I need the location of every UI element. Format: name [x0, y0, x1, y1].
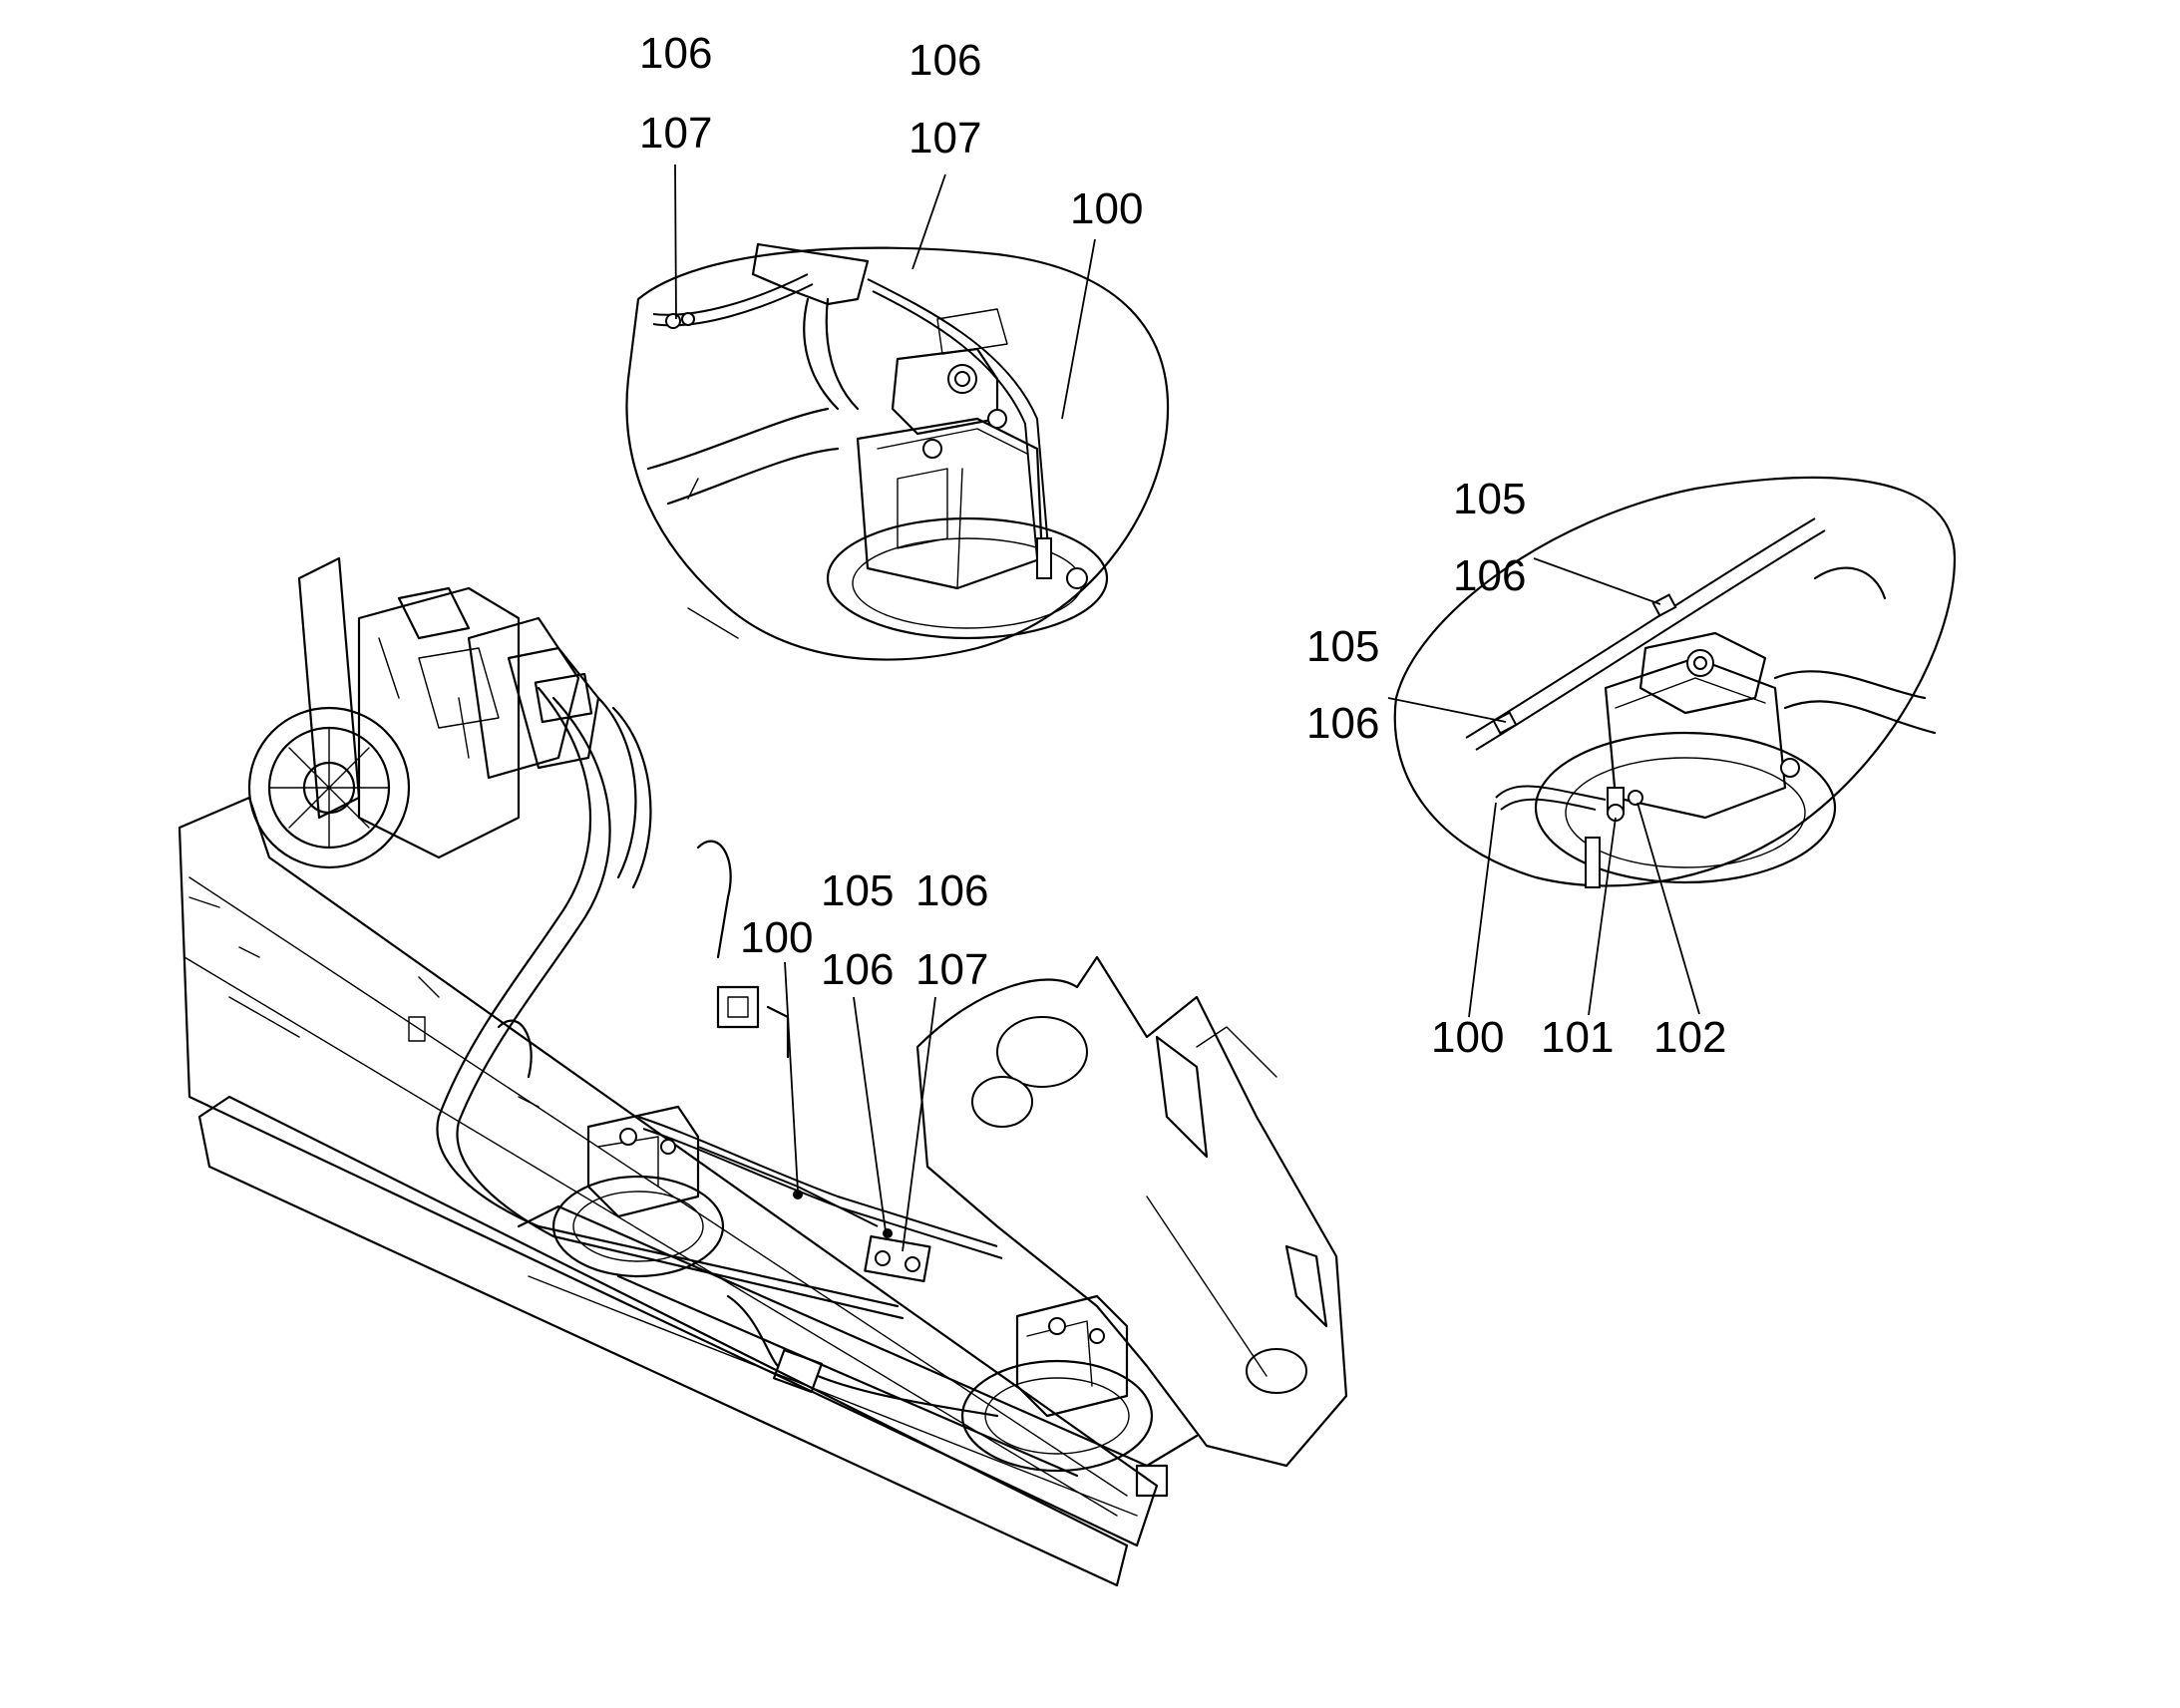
callout-106: 106	[639, 29, 712, 78]
side-frame	[915, 955, 1348, 1468]
callout-107: 107	[908, 114, 981, 163]
callout-106: 106	[821, 945, 894, 994]
detail-view-top	[625, 242, 1170, 661]
main-tube-b	[642, 1128, 1003, 1259]
callout-106: 106	[1453, 551, 1526, 600]
right-tube-b	[1475, 529, 1826, 751]
callout-100: 100	[740, 913, 813, 962]
main-hose-2	[596, 696, 637, 879]
callout-105: 105	[1306, 622, 1379, 671]
callout-101: 101	[1541, 1013, 1614, 1062]
callout-106: 106	[915, 866, 988, 915]
engine-pump-assembly	[247, 556, 600, 869]
callout-100: 100	[1431, 1013, 1504, 1062]
callout-102: 102	[1653, 1013, 1726, 1062]
callout-107: 107	[915, 945, 988, 994]
callout-107: 107	[639, 109, 712, 158]
main-hose-1	[437, 686, 592, 1119]
callout-105: 105	[821, 866, 894, 915]
leader-lines	[674, 164, 1700, 1252]
detail-view-right	[1393, 476, 1957, 888]
center-valve	[864, 1234, 931, 1283]
top-motor-body	[856, 417, 1044, 590]
travel-motor-left	[551, 1105, 725, 1278]
main-tube-a	[637, 1116, 998, 1247]
callout-100: 100	[1070, 184, 1143, 233]
callout-106: 106	[1306, 699, 1379, 748]
right-tube-a	[1465, 517, 1816, 739]
frame-bottom-rail	[197, 1095, 1129, 1587]
frame-left-rail	[178, 796, 1159, 1547]
detail-right-outline	[1393, 476, 1957, 887]
callout-105: 105	[1453, 475, 1526, 523]
top-bracket	[751, 242, 870, 306]
callout-106: 106	[908, 36, 981, 85]
callout-labels: 106 107 106 107 100 105 106 105 106 100 …	[639, 29, 1726, 1062]
top-hose-drain	[867, 278, 1050, 559]
detail-top-outline	[625, 246, 1170, 661]
travel-motor-right	[960, 1294, 1154, 1473]
main-assembly	[178, 556, 1348, 1587]
